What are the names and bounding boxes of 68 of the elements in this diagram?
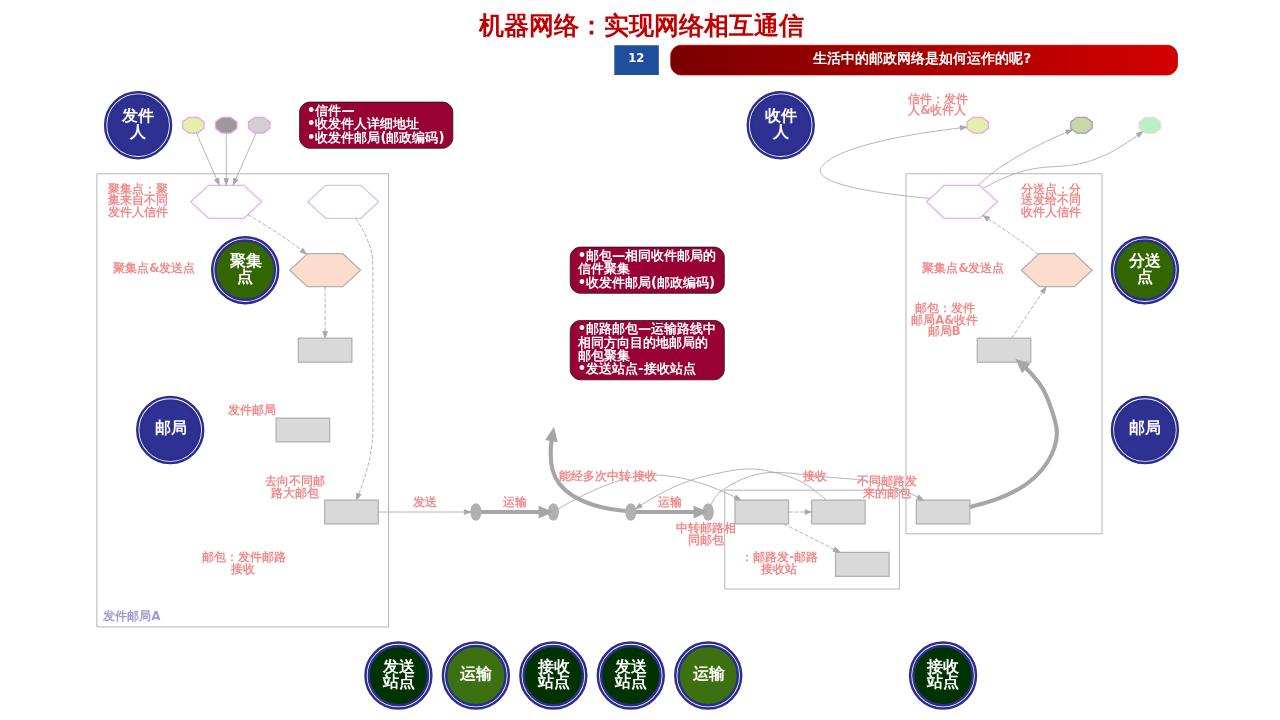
- node-box: [297, 337, 353, 363]
- node-label: 分送点：分送发给不同收件人信件: [1021, 181, 1082, 219]
- node-ellipse: [625, 503, 637, 521]
- node-box: [915, 499, 971, 525]
- arrow: [635, 468, 827, 510]
- node-octagon: [181, 116, 205, 134]
- node-octagon: [1138, 116, 1162, 134]
- arrow: [557, 474, 742, 510]
- node-hexagon: [306, 184, 380, 219]
- node-label: 信件：发件人&收件人: [907, 91, 968, 118]
- arrow: [977, 129, 1073, 186]
- arrow: [969, 358, 1059, 509]
- arrow: [710, 472, 924, 506]
- label: 12: [628, 51, 645, 66]
- node-box: [324, 499, 379, 525]
- arrow: [322, 286, 328, 339]
- arrow: [982, 215, 1039, 255]
- node-ellipse: [702, 503, 714, 521]
- node-box: [734, 499, 790, 525]
- node-octagon: [214, 116, 238, 134]
- node-ellipse: [547, 503, 559, 521]
- arrow: [545, 426, 626, 513]
- diagram-title: 机器网络：实现网络相互通信: [478, 10, 804, 40]
- arrow: [223, 132, 229, 186]
- edge-label: 运输: [657, 494, 682, 509]
- arrow: [355, 218, 374, 501]
- node-box: [834, 551, 890, 577]
- arrow: [196, 132, 220, 186]
- edge-label: 能经多次中转: [559, 468, 632, 483]
- node-octagon: [1070, 116, 1093, 134]
- node-octagon: [966, 116, 989, 134]
- arrow: [819, 125, 968, 199]
- arrow: [378, 509, 472, 515]
- arrow: [788, 509, 813, 515]
- node-label: 发件邮局: [228, 403, 277, 418]
- node-box: •邮路邮包—运输路线中相同方向目的地邮局的邮包聚集 •发送站点-接收站点: [569, 320, 725, 381]
- node-box: [976, 337, 1032, 363]
- node-label: 去向不同邮路大邮包: [265, 474, 326, 500]
- node-box: [275, 417, 331, 443]
- edge-label: 接收: [632, 468, 657, 483]
- edge-label: 接收: [802, 468, 827, 483]
- node-hexagon: [288, 253, 362, 288]
- arrow: [1011, 286, 1047, 339]
- arrow: [635, 505, 709, 519]
- node-box: •邮包—相同收件邮局的信件聚集 •收发件邮局(邮政编码): [569, 246, 725, 294]
- node-label: 聚集点：聚集来自不同发件人信件: [107, 181, 168, 219]
- label: 邮包：发件邮路接收: [201, 550, 286, 576]
- node-label: 邮包：发件邮局A&收件邮局B: [911, 300, 979, 339]
- node-box: [811, 499, 866, 525]
- arrow: [783, 523, 841, 553]
- node-hexagon: [925, 184, 999, 219]
- node-hexagon: [1020, 253, 1094, 288]
- edge-label: 发送: [412, 494, 437, 509]
- arrow: [247, 214, 308, 255]
- node-circle: 邮局: [1110, 395, 1180, 465]
- node-label: 中转邮路相同邮包: [675, 521, 736, 547]
- label: 聚集点&发送点: [922, 261, 1005, 276]
- label: ：邮路发-邮路接收站: [741, 550, 818, 576]
- node-box: 生活中的邮政网络是如何运作的呢?: [670, 44, 1178, 76]
- node-hexagon: [189, 184, 263, 219]
- node-ellipse: [470, 503, 482, 521]
- arrow: [480, 505, 554, 519]
- edge-label: 运输: [502, 494, 527, 509]
- label: 聚集点&发送点: [113, 261, 196, 276]
- node-octagon: [247, 116, 271, 134]
- arrow: [232, 132, 257, 186]
- node-box: •信件— •收发件人详细地址 •收发件邮局(邮政编码): [299, 101, 454, 149]
- arrow: [982, 131, 1144, 189]
